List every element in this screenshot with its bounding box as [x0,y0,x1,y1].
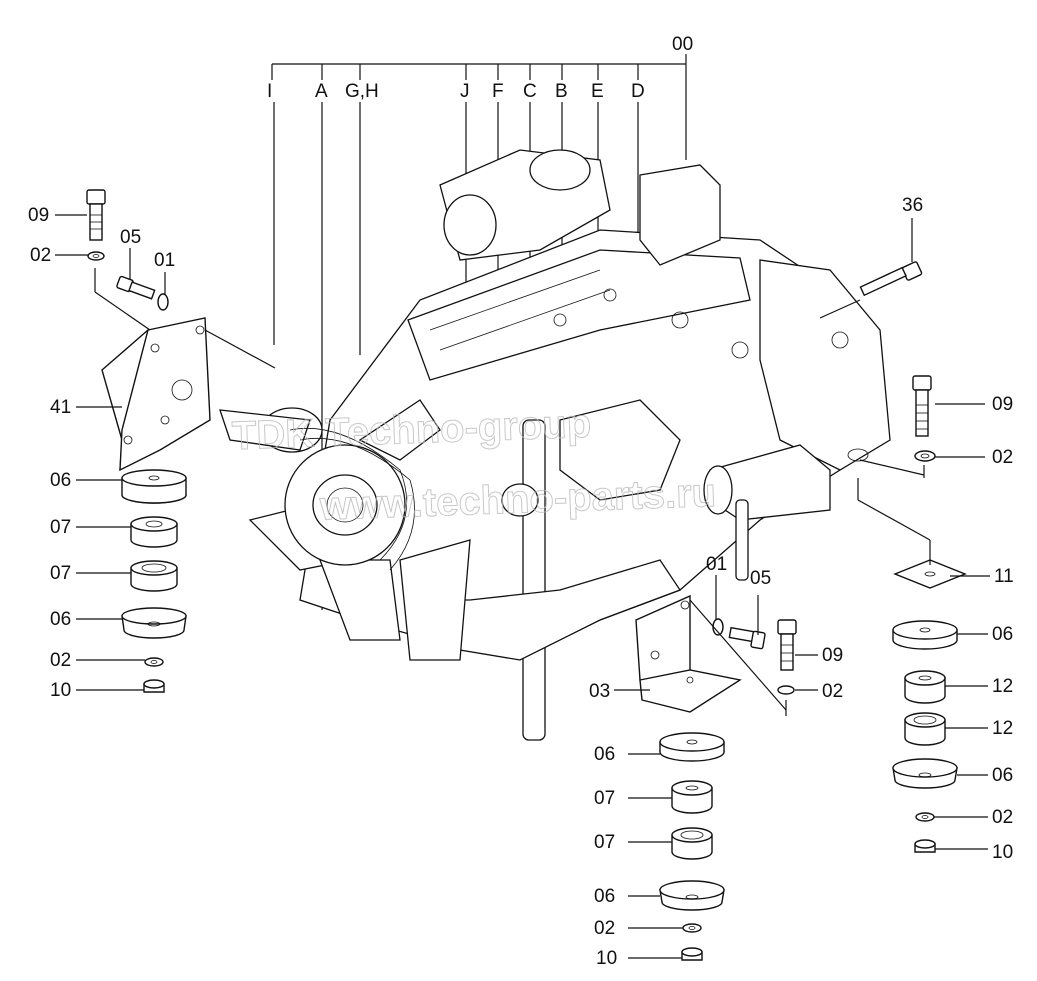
right-fasteners [819,218,985,478]
left-leaders [55,214,166,691]
label-02-center-right: 02 [822,681,843,702]
callout-i: I [267,81,272,102]
callout-c: C [523,81,537,102]
label-12-right-2: 12 [992,718,1013,739]
callout-e: E [591,81,604,102]
label-00: 00 [672,34,693,55]
label-36: 36 [902,195,923,216]
label-02-right-top: 02 [992,447,1013,468]
label-03: 03 [589,681,610,702]
label-10-left: 10 [50,680,71,701]
label-01-center: 01 [706,554,727,575]
plate-11 [857,478,990,589]
center-mount-stack [659,732,725,961]
label-41: 41 [50,397,71,418]
label-01-left: 01 [154,250,175,271]
label-06-left-1: 06 [50,470,71,491]
label-09-center: 09 [822,645,843,666]
callout-f: F [492,81,504,102]
left-mount-stack [121,469,187,693]
center-leaders [614,575,818,959]
label-06-center-2: 06 [594,886,615,907]
label-07-left-2: 07 [50,563,71,584]
label-11: 11 [994,566,1014,587]
label-09-right: 09 [992,394,1013,415]
label-07-left-1: 07 [50,517,71,538]
label-05-center: 05 [750,568,771,589]
right-mount-stack [892,620,958,853]
label-10-right: 10 [992,842,1013,863]
engine-assembly [219,149,891,741]
label-06-center-1: 06 [594,744,615,765]
label-07-center-1: 07 [594,788,615,809]
callout-b: B [555,81,568,102]
callout-a: A [315,81,328,102]
callout-gh: G,H [345,81,379,102]
label-10-center: 10 [596,948,617,969]
label-02-left-bottom: 02 [50,650,71,671]
left-fasteners [86,189,169,311]
bracket-41 [94,268,276,472]
label-07-center-2: 07 [594,832,615,853]
label-02-left-top: 02 [30,245,51,266]
bracket-03 [635,594,797,716]
label-06-left-2: 06 [50,609,71,630]
label-06-right-1: 06 [992,624,1013,645]
label-09-left: 09 [28,205,49,226]
right-leaders [934,633,988,850]
callout-j: J [460,81,470,102]
label-05-left: 05 [120,227,141,248]
label-12-right-1: 12 [992,676,1013,697]
callout-d: D [631,81,645,102]
label-02-right-bottom: 02 [992,807,1013,828]
label-02-center: 02 [594,918,615,939]
label-06-right-2: 06 [992,765,1013,786]
